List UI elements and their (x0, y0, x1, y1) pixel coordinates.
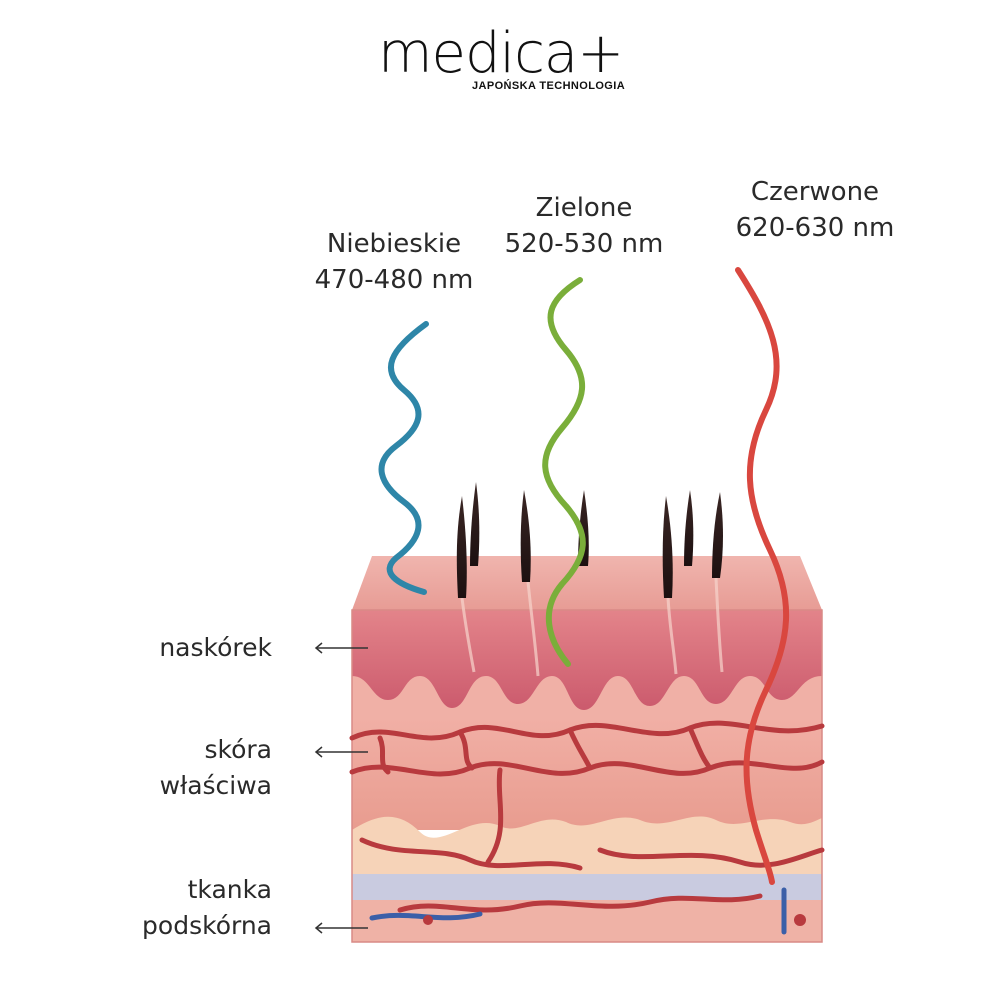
layer-label-line: skóra (204, 735, 272, 764)
brand-logo: medica+ JAPOŃSKA TECHNOLOGIA (378, 22, 638, 102)
hair-icon (662, 496, 673, 598)
hair-icon (684, 490, 694, 566)
layer-label-dermis: skóra właściwa (32, 732, 272, 804)
brand-tagline: JAPOŃSKA TECHNOLOGIA (472, 80, 626, 92)
red-light-wave (735, 267, 790, 885)
layer-label-line: naskórek (159, 633, 272, 662)
wavelength-name: Czerwone (750, 177, 880, 207)
hair-icon (712, 492, 723, 578)
layer-label-line: tkanka (187, 875, 272, 904)
arrow-left-icon (314, 922, 368, 934)
arrow-left-icon (314, 642, 368, 654)
hair-icon (470, 482, 480, 566)
fascia-band (352, 874, 822, 900)
arrow-left-icon (314, 746, 368, 758)
block-edge (351, 609, 823, 943)
dermal-papillae (352, 676, 822, 724)
layer-label-hypodermis: tkanka podskórna (32, 872, 272, 944)
leader-arrows (314, 642, 368, 934)
hair-follicles (460, 577, 724, 677)
layer-label-line: podskórna (142, 911, 272, 940)
wavelength-label-red: Czerwone 620-630 nm (705, 174, 925, 246)
wavelength-name: Zielone (535, 193, 633, 223)
vessel-stubs (423, 914, 806, 926)
layer-label-line: właściwa (159, 771, 272, 800)
green-light-wave (542, 277, 586, 667)
blue-light-wave (378, 321, 429, 595)
wavelength-name: Niebieskie (326, 229, 462, 259)
layer-label-epidermis: naskórek (32, 630, 272, 666)
wavelength-range: 620-630 nm (735, 213, 895, 243)
hair-icon (520, 490, 531, 582)
hairs (456, 482, 723, 598)
wavelength-range: 520-530 nm (504, 229, 664, 259)
brand-name: medica+ (378, 21, 624, 86)
hair-icon (456, 496, 467, 598)
wavelength-label-green: Zielone 520-530 nm (474, 190, 694, 262)
wavelength-label-blue: Niebieskie 470-480 nm (284, 226, 504, 298)
wavelength-range: 470-480 nm (314, 265, 474, 295)
skin-surface (352, 556, 822, 610)
reticular-dermis (352, 816, 822, 880)
